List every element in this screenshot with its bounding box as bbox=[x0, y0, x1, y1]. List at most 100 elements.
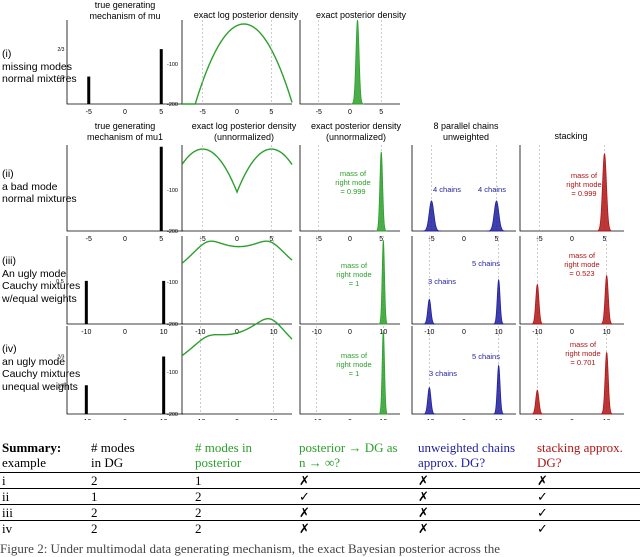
x-tick-label: 10 bbox=[603, 329, 611, 336]
x-tick-label: 0 bbox=[348, 419, 352, 420]
axis bbox=[299, 145, 400, 232]
axis bbox=[66, 20, 183, 105]
summary-col-example: Summary:example bbox=[2, 440, 62, 470]
stacking-density bbox=[596, 153, 613, 232]
axis bbox=[181, 145, 292, 232]
x-tick-label: 0 bbox=[123, 419, 127, 420]
x-tick-label: 5 bbox=[495, 236, 499, 243]
x-tick-label: -5 bbox=[200, 236, 206, 243]
stacking-density bbox=[600, 274, 614, 325]
chains-density bbox=[422, 298, 436, 325]
annotation-mass: mass of bbox=[341, 261, 368, 270]
cell: ✓ bbox=[535, 488, 640, 505]
exact-density bbox=[378, 240, 389, 325]
y-tick-label: -200 bbox=[167, 102, 178, 108]
x-tick-label: 0 bbox=[123, 329, 127, 336]
cell: 2 bbox=[89, 520, 193, 536]
y-tick-label: 2/3 bbox=[58, 47, 65, 53]
annotation-mass: = 1 bbox=[349, 279, 360, 288]
y-tick-label: 0.5 bbox=[56, 279, 64, 285]
x-tick-label: 5 bbox=[159, 236, 163, 243]
x-tick-label: -10 bbox=[312, 419, 322, 420]
axis bbox=[299, 326, 400, 415]
axis bbox=[519, 326, 624, 415]
x-tick-label: 5 bbox=[269, 109, 273, 116]
axis bbox=[181, 20, 292, 105]
annotation-mass: right mode bbox=[564, 260, 599, 269]
axis bbox=[299, 236, 400, 325]
axis bbox=[519, 236, 624, 325]
log-posterior-curve bbox=[181, 317, 293, 357]
x-tick-label: 0 bbox=[235, 236, 239, 243]
x-tick-label: 0 bbox=[570, 236, 574, 243]
log-posterior-curve bbox=[181, 148, 293, 194]
x-tick-label: 0 bbox=[235, 419, 239, 420]
annotation-mass: mass of bbox=[340, 169, 367, 178]
cell: ✗ bbox=[297, 504, 416, 521]
x-tick-label: 5 bbox=[379, 109, 383, 116]
stacking-density bbox=[600, 352, 614, 415]
header-r2-col5: stacking bbox=[554, 131, 588, 141]
x-tick-label: 0 bbox=[348, 236, 352, 243]
axis bbox=[181, 326, 292, 415]
x-tick-label: -5 bbox=[200, 109, 206, 116]
y-tick-label: -100 bbox=[167, 280, 178, 286]
log-posterior-curve bbox=[182, 23, 293, 105]
y-tick-label: -100 bbox=[167, 62, 178, 68]
x-tick-label: -10 bbox=[424, 329, 434, 336]
cell: ✗ bbox=[416, 488, 535, 505]
chains-density bbox=[492, 278, 505, 325]
header-r1-col2: exact log posterior density bbox=[193, 10, 299, 20]
cell: ii bbox=[0, 488, 89, 505]
cell: ✗ bbox=[297, 472, 416, 489]
annotation-mass: right mode bbox=[566, 180, 601, 189]
cell: ✗ bbox=[416, 472, 535, 489]
annotation-chains: 4 chains bbox=[433, 185, 461, 194]
annotation-mass: = 1 bbox=[349, 369, 360, 378]
cell: ✗ bbox=[535, 472, 640, 489]
x-tick-label: 5 bbox=[159, 109, 163, 116]
x-tick-label: -5 bbox=[536, 236, 542, 243]
x-tick-label: 10 bbox=[160, 329, 168, 336]
annotation-chains: 4 chains bbox=[478, 185, 506, 194]
cell: ✗ bbox=[297, 520, 416, 536]
y-tick-label: 1/3 bbox=[58, 384, 65, 390]
annotation-mass: = 0.999 bbox=[571, 189, 596, 198]
x-tick-label: 10 bbox=[495, 329, 503, 336]
annotation-mass: right mode bbox=[336, 270, 371, 279]
cell: iii bbox=[0, 504, 89, 521]
annotation-mass: mass of bbox=[571, 171, 598, 180]
exact-density bbox=[378, 330, 389, 415]
cell: ✓ bbox=[297, 488, 416, 505]
annotation-mass: mass of bbox=[569, 251, 596, 260]
axis bbox=[66, 145, 183, 232]
x-tick-label: 0 bbox=[123, 236, 127, 243]
x-tick-label: 0 bbox=[348, 329, 352, 336]
axis bbox=[299, 20, 400, 105]
cell: 2 bbox=[193, 488, 297, 505]
cell: 2 bbox=[193, 504, 297, 521]
x-tick-label: 5 bbox=[269, 236, 273, 243]
y-tick-label: -200 bbox=[167, 412, 178, 418]
x-tick-label: 0 bbox=[235, 109, 239, 116]
x-tick-label: 5 bbox=[603, 236, 607, 243]
header-r2-col2: exact log posterior density(unnormalized… bbox=[191, 121, 297, 142]
x-tick-label: -10 bbox=[195, 329, 205, 336]
cell: ✗ bbox=[416, 504, 535, 521]
summary-col-stacking: stacking approx.DG? bbox=[537, 440, 623, 470]
chains-density bbox=[421, 200, 442, 232]
annotation-chains: 3 chains bbox=[428, 277, 456, 286]
x-tick-label: 10 bbox=[160, 419, 168, 420]
annotation-chains: 5 chains bbox=[472, 259, 500, 268]
x-tick-label: -5 bbox=[86, 236, 92, 243]
